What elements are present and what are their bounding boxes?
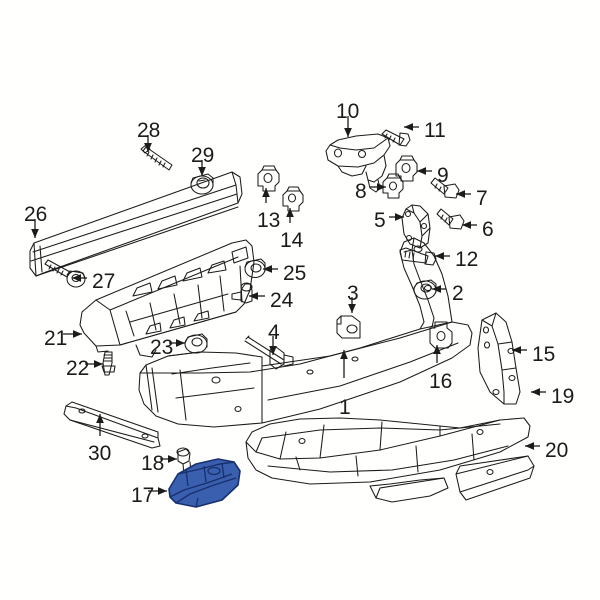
part-26-impact-bar xyxy=(29,171,243,277)
callout-label-26[interactable]: 26 xyxy=(24,203,48,226)
callout-label-19[interactable]: 19 xyxy=(551,385,575,408)
callout-label-20[interactable]: 20 xyxy=(545,439,569,462)
part-30-molding-strip xyxy=(63,401,161,449)
part-14-clip xyxy=(282,186,304,212)
callout-label-23[interactable]: 23 xyxy=(150,336,174,359)
part-6-screw xyxy=(436,208,465,230)
callout-label-8[interactable]: 8 xyxy=(355,180,367,203)
callout-label-5[interactable]: 5 xyxy=(374,209,386,232)
callout-label-18[interactable]: 18 xyxy=(141,452,165,475)
callout-label-15[interactable]: 15 xyxy=(532,343,556,366)
part-28-bolt xyxy=(140,144,173,171)
part-23-grommet xyxy=(184,333,208,354)
part-21-impact-absorber xyxy=(79,239,255,358)
part-10-support-bracket xyxy=(325,133,391,193)
callout-label-9[interactable]: 9 xyxy=(437,164,449,187)
part-12-bolt xyxy=(399,247,437,266)
callout-label-28[interactable]: 28 xyxy=(137,119,161,142)
callout-label-29[interactable]: 29 xyxy=(191,144,215,167)
part-11-bolt xyxy=(381,129,411,147)
callout-label-13[interactable]: 13 xyxy=(257,209,281,232)
callout-label-4[interactable]: 4 xyxy=(268,321,280,344)
callout-label-12[interactable]: 12 xyxy=(455,248,479,271)
callout-label-24[interactable]: 24 xyxy=(270,289,294,312)
callout-label-6[interactable]: 6 xyxy=(482,218,494,241)
callout-label-21[interactable]: 21 xyxy=(44,327,68,350)
callout-label-11[interactable]: 11 xyxy=(424,119,446,142)
callout-label-10[interactable]: 10 xyxy=(336,100,360,123)
callout-label-1[interactable]: 1 xyxy=(339,396,351,419)
part-22-bolt xyxy=(101,351,116,376)
callout-label-16[interactable]: 16 xyxy=(429,370,453,393)
callout-label-14[interactable]: 14 xyxy=(280,229,304,252)
callout-label-17[interactable]: 17 xyxy=(131,484,155,507)
part-8-clip xyxy=(382,173,404,199)
callout-label-3[interactable]: 3 xyxy=(347,282,359,305)
callout-label-7[interactable]: 7 xyxy=(476,187,488,210)
part-20-reflector-trim xyxy=(455,455,535,501)
callout-label-22[interactable]: 22 xyxy=(66,357,90,380)
callout-label-25[interactable]: 25 xyxy=(283,262,307,285)
part-17-lower-deflector-highlighted xyxy=(168,458,241,508)
part-15-side-bracket xyxy=(477,312,521,405)
part-13-clip xyxy=(257,165,280,192)
callout-label-30[interactable]: 30 xyxy=(88,442,112,465)
part-29-nut xyxy=(190,173,214,195)
callout-label-27[interactable]: 27 xyxy=(92,270,116,293)
part-27-bolt xyxy=(44,259,86,288)
part-25-nut xyxy=(244,258,266,279)
callout-label-2[interactable]: 2 xyxy=(452,282,464,305)
part-19-lower-extension xyxy=(369,477,449,503)
part-3-clip xyxy=(336,315,361,339)
part-5-bracket xyxy=(401,204,431,249)
part-19-lower-trim xyxy=(245,417,531,485)
